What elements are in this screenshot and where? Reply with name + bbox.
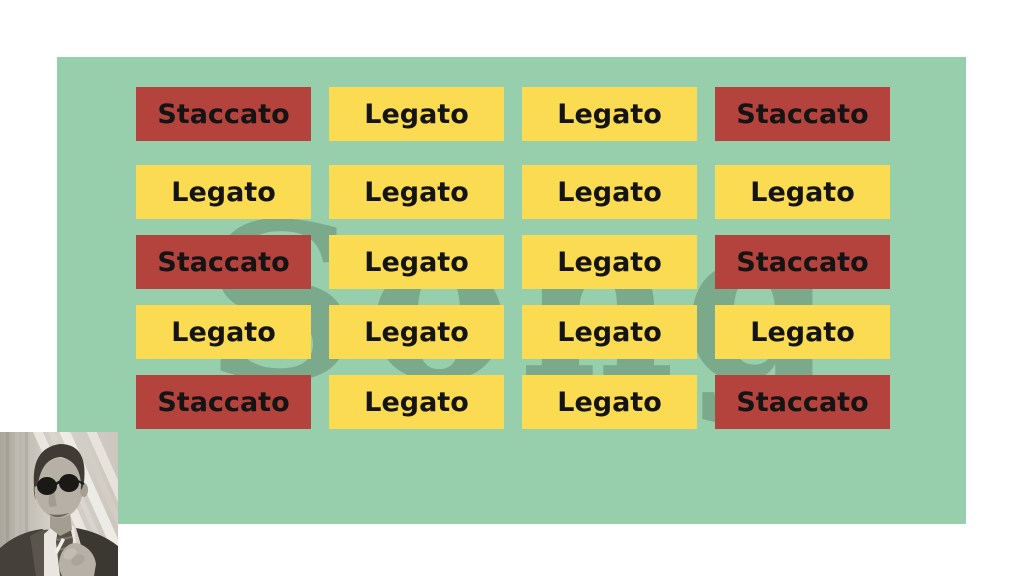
grid-button[interactable]: Legato [329,375,504,429]
grid-button[interactable]: Legato [329,165,504,219]
grid-button[interactable]: Legato [329,305,504,359]
portrait-photo [0,432,118,576]
grid-button[interactable]: Legato [522,375,697,429]
sunglasses-icon [37,474,85,495]
grid-button[interactable]: Legato [329,87,504,141]
grid-button[interactable]: Staccato [715,87,890,141]
mouth [49,513,69,518]
grid-button[interactable]: Legato [136,305,311,359]
neck [50,512,72,536]
grid-row: Staccato Legato Legato Staccato [136,235,890,289]
hair [33,444,85,490]
grid-button[interactable]: Staccato [136,87,311,141]
grid-button[interactable]: Legato [522,305,697,359]
face [35,458,83,518]
grid-button[interactable]: Staccato [136,375,311,429]
grid-row: Legato Legato Legato Legato [136,305,890,359]
grid-button[interactable]: Staccato [136,235,311,289]
hand-with-cigarette [54,537,96,576]
hair-sideburn [33,478,36,500]
grid-button[interactable]: Legato [522,165,697,219]
grid-button[interactable]: Legato [522,87,697,141]
grid-button[interactable]: Legato [715,305,890,359]
grid-row: Legato Legato Legato Legato [136,165,890,219]
grid-row: Staccato Legato Legato Staccato [136,375,890,429]
grid-button[interactable]: Legato [522,235,697,289]
cigarette [54,537,66,554]
grid-button[interactable]: Staccato [715,235,890,289]
grid-row: Staccato Legato Legato Staccato [136,87,890,141]
articulation-grid: Staccato Legato Legato Staccato Legato L… [136,87,890,429]
grid-button[interactable]: Staccato [715,375,890,429]
nose-shadow [48,492,57,507]
man-portrait-illustration [0,432,118,576]
grid-button[interactable]: Legato [329,235,504,289]
grid-button[interactable]: Legato [715,165,890,219]
grid-button[interactable]: Legato [136,165,311,219]
